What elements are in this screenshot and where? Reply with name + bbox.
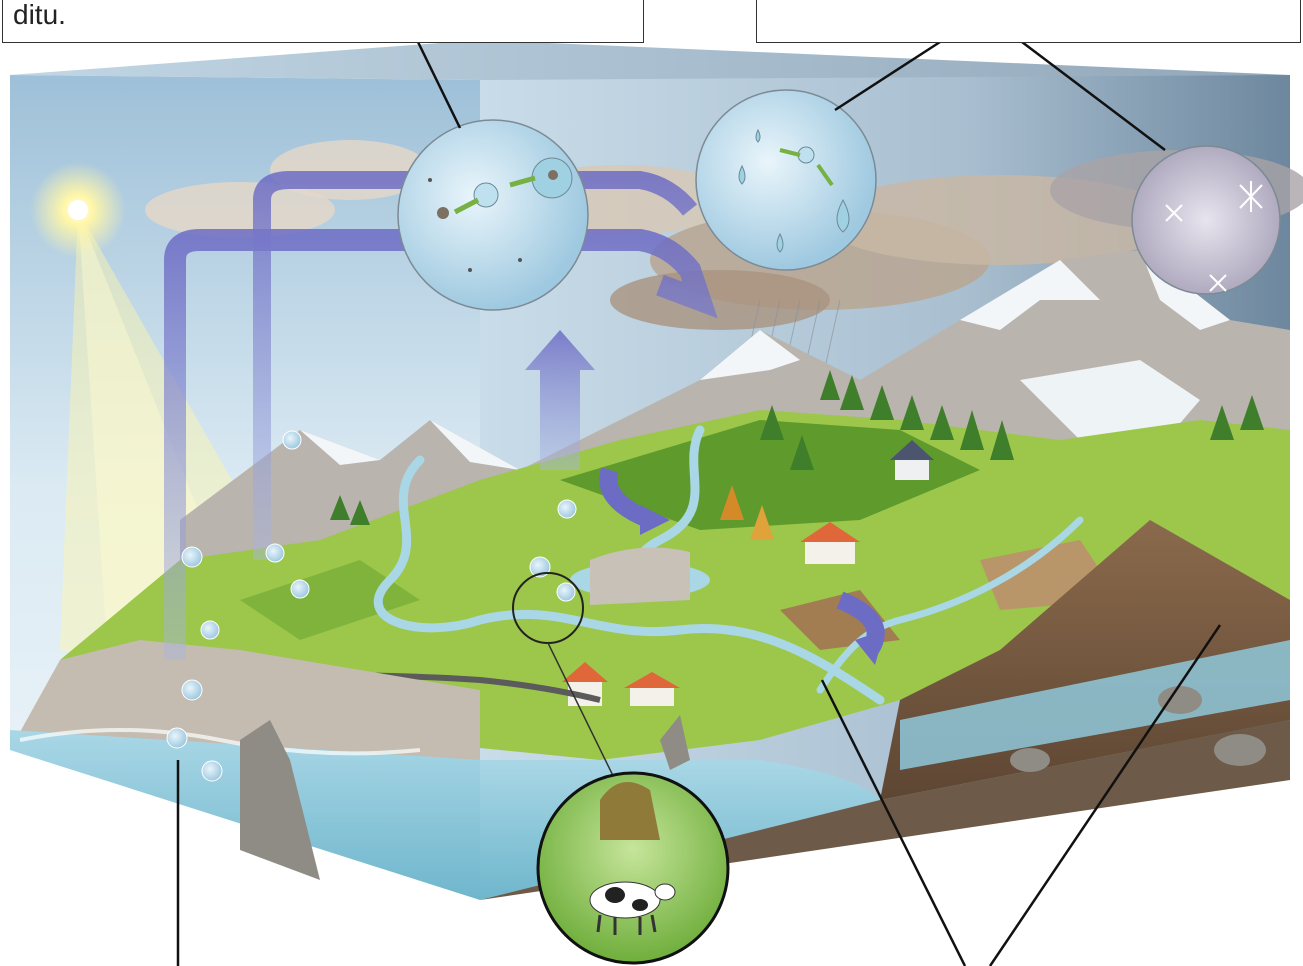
dam [590, 547, 690, 605]
raindrop-formation-bubble [695, 89, 877, 271]
condensation-nuclei-bubble [397, 119, 589, 311]
callout-box-top-left: ditu. [2, 0, 644, 43]
snow-formation-bubble [1131, 145, 1281, 295]
house-icon [562, 440, 934, 706]
snowflake-icon [1165, 181, 1263, 292]
callout-leader-lines [176, 40, 1222, 966]
cow-icon [589, 881, 676, 935]
water-droplet-icon [836, 198, 850, 233]
forest [330, 370, 1264, 540]
water-vapor-bubbles [166, 430, 577, 782]
callout-box-top-right [756, 0, 1301, 43]
evaporation-arrows [164, 171, 885, 665]
meadow-magnified-bubble [512, 572, 730, 965]
callout-text: ditu. [13, 0, 66, 30]
